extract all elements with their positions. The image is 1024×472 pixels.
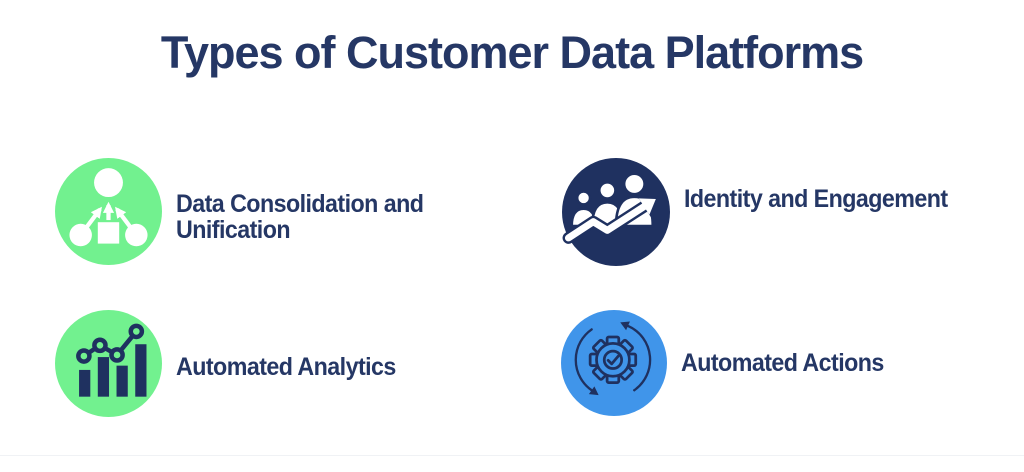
bottom-divider <box>0 455 1024 456</box>
consolidation-icon <box>55 158 162 265</box>
people-growth-arrow-icon <box>562 172 660 244</box>
list-item-actions: Automated Actions <box>561 310 899 416</box>
item-label: Identity and Engagement <box>684 184 948 213</box>
item-label: Automated Analytics <box>176 353 396 381</box>
list-item-consolidation: Data Consolidation and Unification <box>55 158 461 265</box>
item-label: Data Consolidation and Unification <box>176 190 424 244</box>
page-title: Types of Customer Data Platforms <box>160 27 864 78</box>
analytics-chart-icon <box>55 310 162 417</box>
list-item-identity: Identity and Engagement <box>562 158 967 266</box>
automation-gear-icon <box>561 310 667 416</box>
identity-engagement-icon <box>562 158 670 266</box>
item-label: Automated Actions <box>681 348 884 377</box>
merge-diagram-icon <box>69 168 148 247</box>
gear-cycle-check-icon <box>574 321 652 396</box>
bar-line-chart-icon <box>76 323 147 397</box>
list-item-analytics: Automated Analytics <box>55 310 412 417</box>
